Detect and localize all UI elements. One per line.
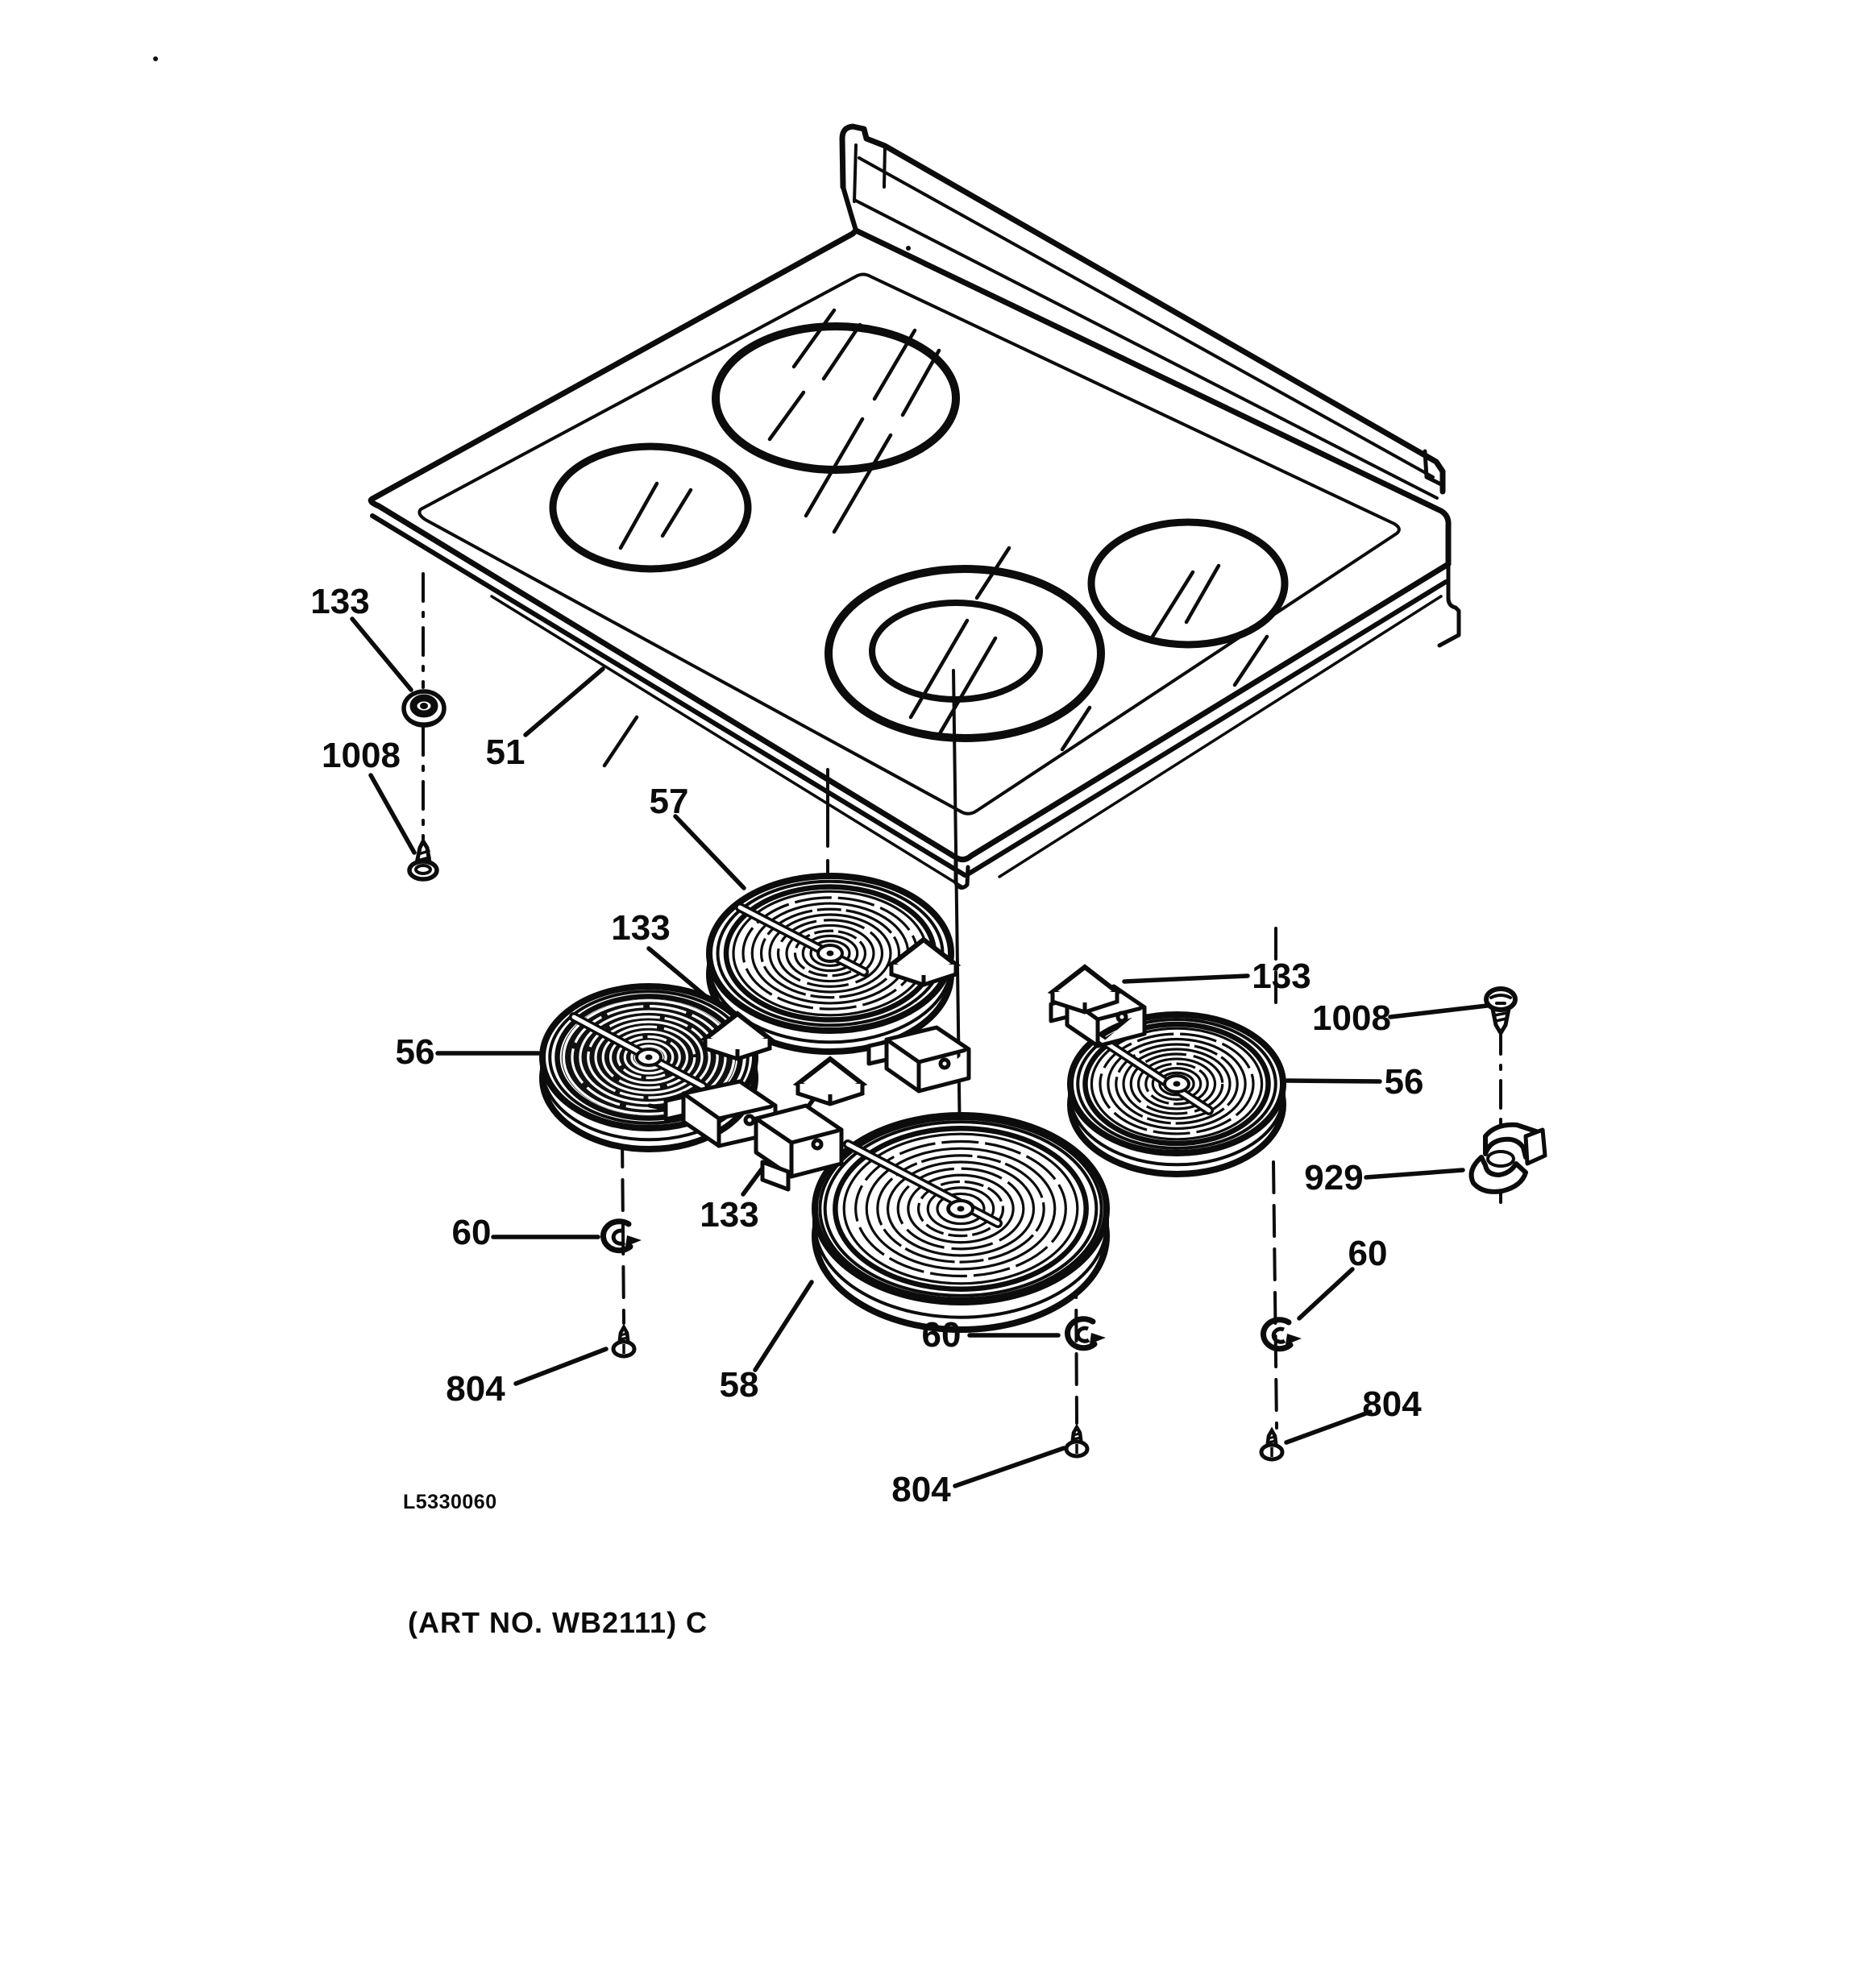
callout-57: 57 bbox=[650, 782, 689, 821]
clip-60-3 bbox=[1261, 1317, 1302, 1352]
callout-804-right: 804 bbox=[1362, 1384, 1422, 1424]
callout-56-right: 56 bbox=[1385, 1062, 1424, 1102]
screw-804-1 bbox=[611, 1323, 637, 1359]
insulator-pad-133-1 bbox=[700, 1011, 775, 1061]
art-number-note: (ART NO. WB2111) C bbox=[408, 1606, 708, 1639]
radiant-element-56-left bbox=[539, 983, 758, 1152]
document-code: L5330060 bbox=[403, 1491, 497, 1513]
screw-1008-left bbox=[407, 839, 439, 882]
radiant-element-56-right bbox=[1067, 1011, 1286, 1177]
callout-60-center: 60 bbox=[922, 1315, 962, 1355]
stray-dot-2 bbox=[906, 246, 911, 251]
callout-1008-right: 1008 bbox=[1312, 998, 1391, 1038]
insulator-pad-133-2 bbox=[886, 936, 962, 987]
callout-60-right: 60 bbox=[1348, 1234, 1388, 1273]
burner-ring-rear-left bbox=[712, 322, 960, 474]
cooktop-glass-51 bbox=[153, 56, 1461, 890]
glass-corner-step-right bbox=[1437, 562, 1461, 648]
screw-804-3 bbox=[1259, 1426, 1285, 1462]
glass-inset-line bbox=[417, 272, 1401, 816]
insulator-pad-133-4 bbox=[792, 1056, 868, 1106]
burner-ring-front-outer bbox=[825, 565, 1105, 742]
callout-133-top-left: 133 bbox=[310, 582, 369, 621]
callout-51: 51 bbox=[486, 733, 525, 772]
leader-lines bbox=[350, 616, 1489, 1488]
screw-804-2 bbox=[1064, 1423, 1090, 1459]
glass-surface bbox=[368, 227, 1452, 863]
burner-ring-right bbox=[1087, 518, 1289, 649]
burner-ring-left bbox=[549, 442, 752, 573]
glass-shine-marks bbox=[602, 308, 1269, 768]
callout-929: 929 bbox=[1304, 1158, 1363, 1197]
callout-133-inner-lower: 133 bbox=[700, 1195, 758, 1235]
grommet-133 bbox=[401, 689, 447, 728]
terminal-block-57 bbox=[866, 1025, 971, 1094]
callout-804-center: 804 bbox=[891, 1470, 951, 1509]
callout-1008-left: 1008 bbox=[322, 736, 401, 775]
callout-58: 58 bbox=[720, 1365, 759, 1405]
insulator-pads-133 bbox=[700, 936, 1123, 1106]
callouts: 133 1008 51 57 133 56 133 58 60 804 60 8… bbox=[310, 582, 1423, 1509]
callout-133-inner-left: 133 bbox=[611, 908, 670, 948]
stray-dot bbox=[153, 56, 158, 61]
callout-133-right: 133 bbox=[1252, 957, 1310, 996]
radiant-element-58 bbox=[812, 1112, 1110, 1333]
callout-56-left: 56 bbox=[396, 1032, 435, 1072]
terminal-block-58 bbox=[754, 1103, 844, 1192]
glass-skirt-left bbox=[370, 513, 967, 878]
radiant-element-57 bbox=[706, 873, 954, 1055]
burner-ring-front-inner bbox=[869, 600, 1043, 703]
callout-804-left: 804 bbox=[446, 1369, 505, 1409]
clip-60-2 bbox=[1065, 1316, 1106, 1351]
insulator-pad-133-3 bbox=[1047, 964, 1123, 1015]
callout-60-left: 60 bbox=[452, 1213, 492, 1252]
glass-skirt-right bbox=[964, 579, 1448, 878]
clamp-929 bbox=[1468, 1122, 1547, 1194]
clip-60-1 bbox=[600, 1218, 642, 1254]
terminal-blocks bbox=[647, 984, 1147, 1192]
screw-1008-right bbox=[1484, 986, 1518, 1036]
clips-60 bbox=[600, 1218, 1302, 1352]
screws-804 bbox=[611, 1323, 1285, 1462]
